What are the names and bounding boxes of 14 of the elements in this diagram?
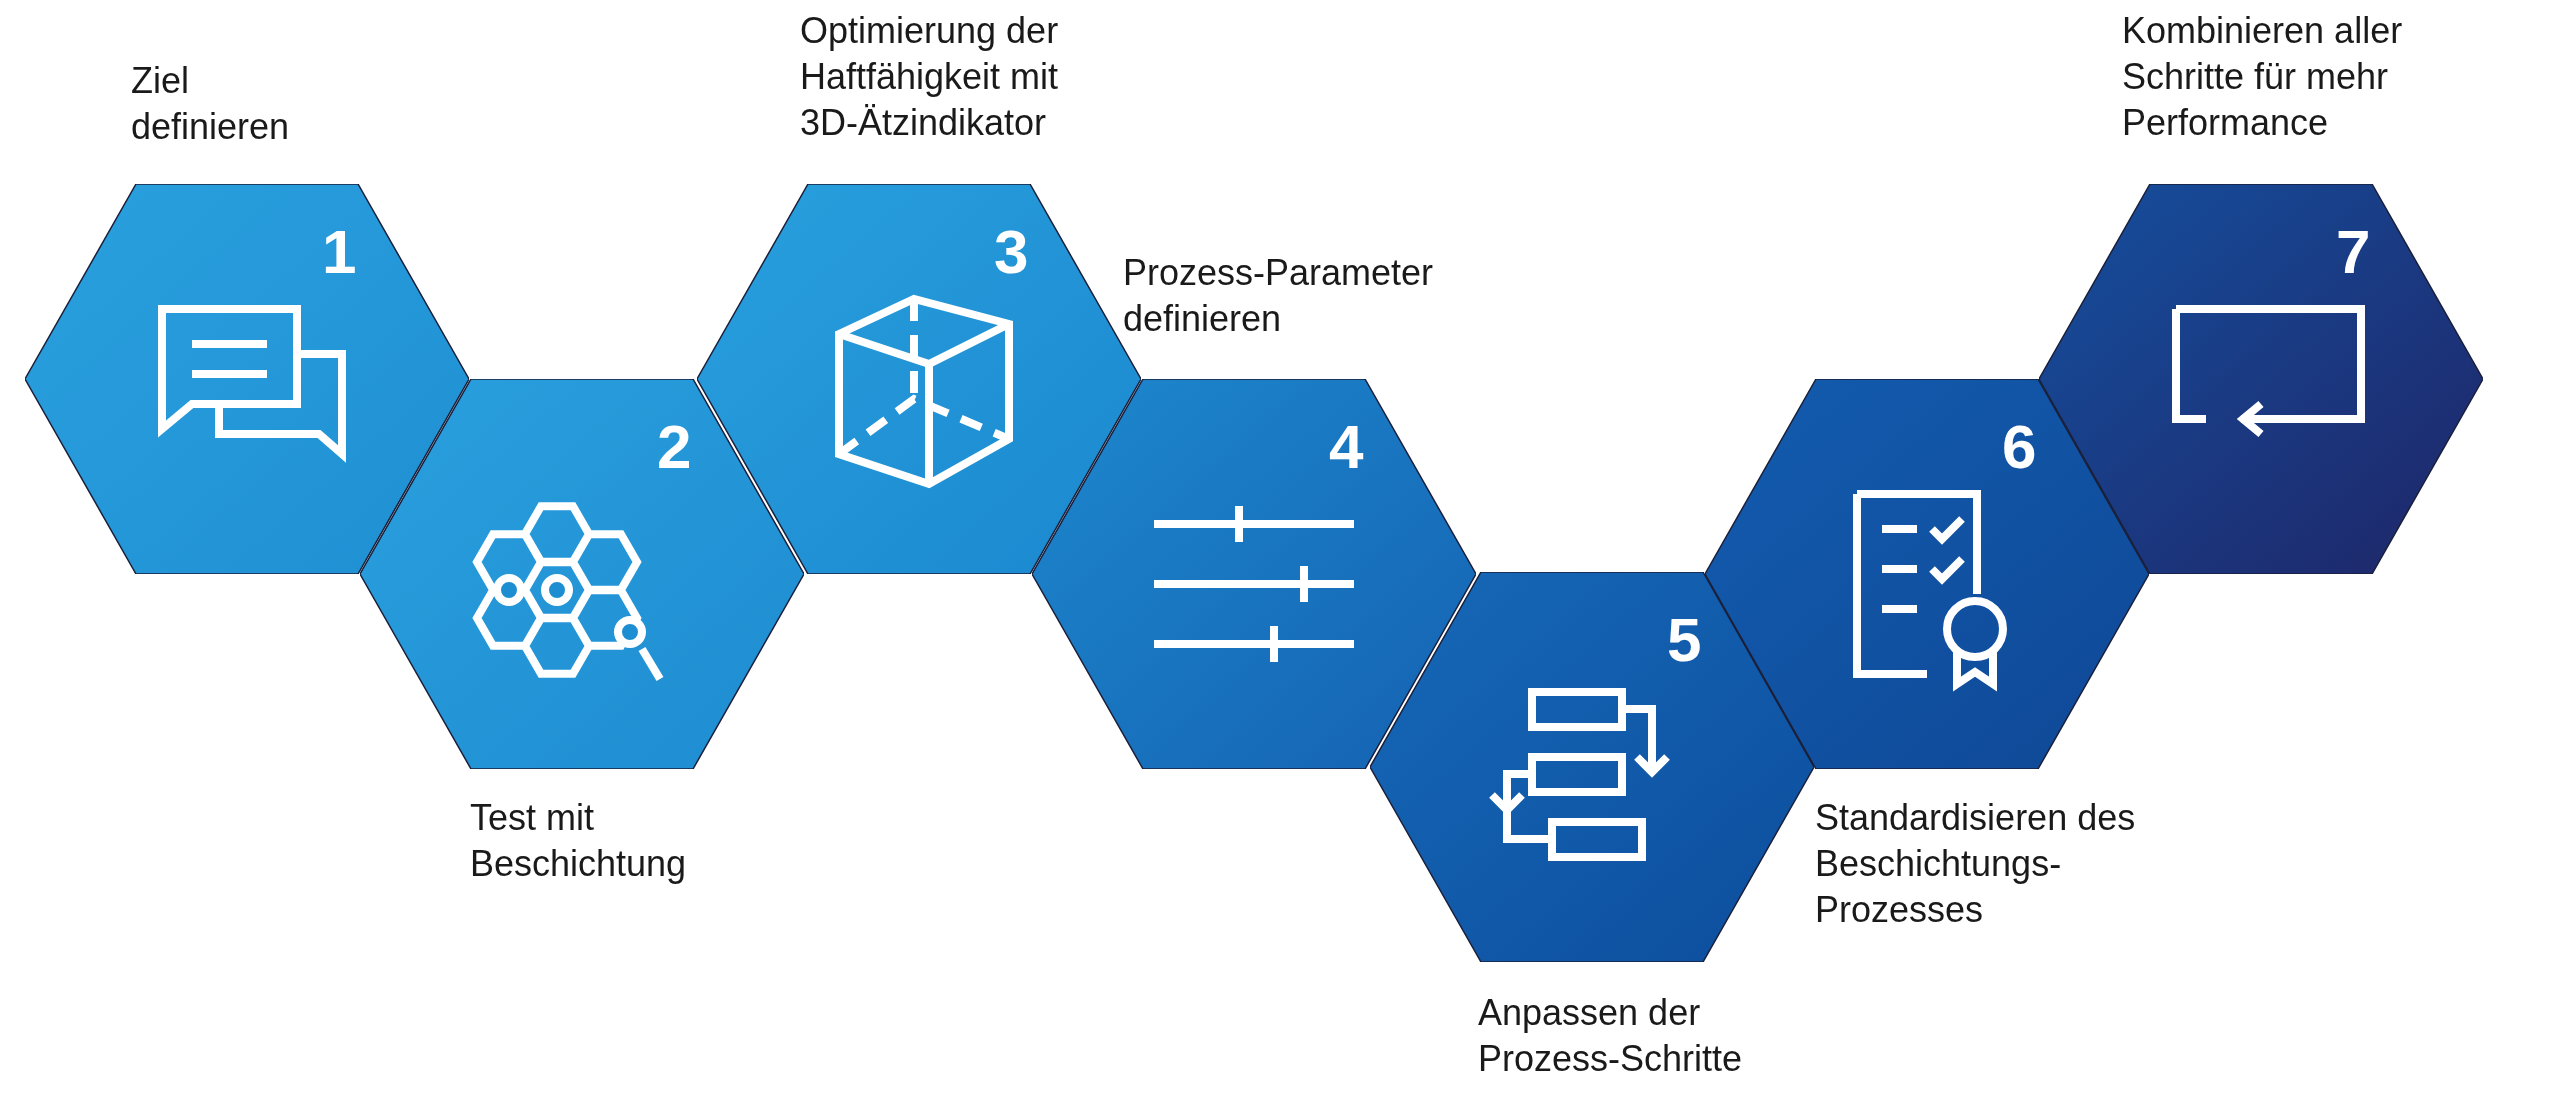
step-caption: Kombinieren aller Schritte für mehr Performance [2122, 9, 2404, 145]
step-caption: Anpassen der Prozess-Schritte [1478, 991, 1744, 1081]
step-number: 5 [1667, 609, 1702, 671]
step-caption: Standardisieren des Beschichtungs-Prozesses [1815, 796, 2137, 932]
step-number: 7 [2336, 221, 2371, 283]
step-number: 2 [657, 416, 692, 478]
step-number: 6 [2002, 416, 2037, 478]
step-number: 1 [322, 221, 357, 283]
step-caption: Prozess-Parameter definieren [1123, 251, 1435, 341]
step-caption: Optimierung der Haftfähigkeit mit 3D-Ätzindikator [800, 9, 1060, 145]
step-number: 3 [994, 221, 1029, 283]
step-caption: Test mit Beschichtung [470, 796, 688, 886]
step-caption: Ziel definieren [131, 59, 291, 149]
step-number: 4 [1329, 416, 1364, 478]
